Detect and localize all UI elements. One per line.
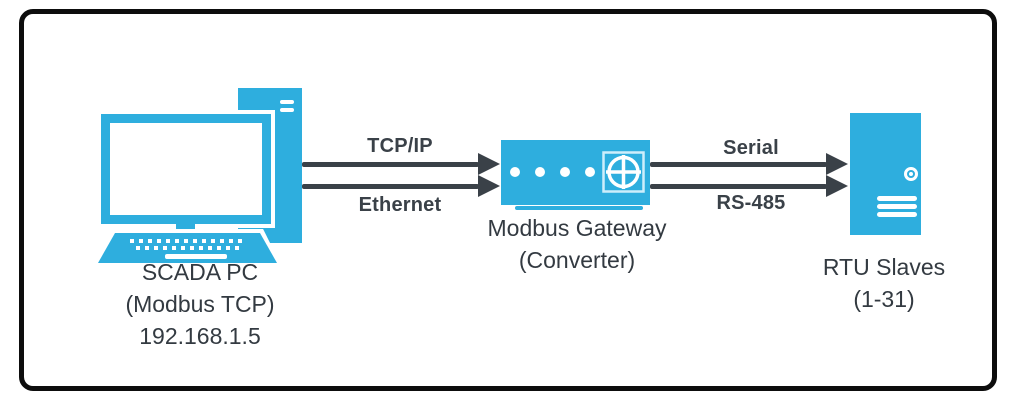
server-vent-bar xyxy=(877,212,917,217)
arrow-right-icon xyxy=(650,162,827,167)
gateway-base-line xyxy=(515,206,643,210)
gateway-name-text: Modbus Gateway xyxy=(487,215,667,241)
server-tower-icon xyxy=(850,113,921,235)
rtu-name-text: RTU Slaves xyxy=(822,254,946,280)
ethernet-link-label: Ethernet xyxy=(358,194,442,216)
arrow-head-icon xyxy=(826,153,848,175)
globe-icon xyxy=(602,151,645,193)
power-button-icon xyxy=(904,167,918,181)
gateway-led-dot xyxy=(510,167,520,177)
tower-vent-line xyxy=(280,108,294,112)
pc-protocol-text: (Modbus TCP) xyxy=(125,291,275,317)
keyboard-icon xyxy=(98,233,277,263)
arrow-head-icon xyxy=(478,153,500,175)
desktop-monitor-icon xyxy=(101,114,271,224)
pc-name-text: SCADA PC xyxy=(141,259,259,285)
gateway-led-dot xyxy=(585,167,595,177)
arrow-head-icon xyxy=(478,175,500,197)
server-vent-bar xyxy=(877,204,917,209)
rtu-label: RTU Slaves (1-31) xyxy=(759,251,1009,315)
gateway-led-dot xyxy=(535,167,545,177)
arrow-right-icon xyxy=(302,162,479,167)
gateway-label: Modbus Gateway (Converter) xyxy=(452,212,702,276)
tcpip-link-label: TCP/IP xyxy=(367,135,433,157)
pc-label: SCADA PC (Modbus TCP) 192.168.1.5 xyxy=(75,256,325,352)
tower-vent-line xyxy=(280,100,294,104)
keyboard-keys-row xyxy=(136,246,239,250)
gateway-type-text: (Converter) xyxy=(518,247,636,273)
arrow-head-icon xyxy=(826,175,848,197)
power-button-dot xyxy=(909,172,913,176)
serial-link-label: Serial xyxy=(723,137,779,159)
gateway-box-icon xyxy=(501,140,650,205)
rs485-link-label: RS-485 xyxy=(716,192,786,214)
arrow-right-icon xyxy=(650,184,827,189)
diagram-border xyxy=(19,9,997,391)
keyboard-spacebar xyxy=(165,254,227,259)
arrow-right-icon xyxy=(302,184,479,189)
pc-ip-text: 192.168.1.5 xyxy=(139,323,261,349)
gateway-led-dot xyxy=(560,167,570,177)
monitor-screen xyxy=(110,123,262,215)
keyboard-keys-row xyxy=(130,239,246,243)
server-vent-bar xyxy=(877,196,917,201)
rtu-range-text: (1-31) xyxy=(853,286,915,312)
